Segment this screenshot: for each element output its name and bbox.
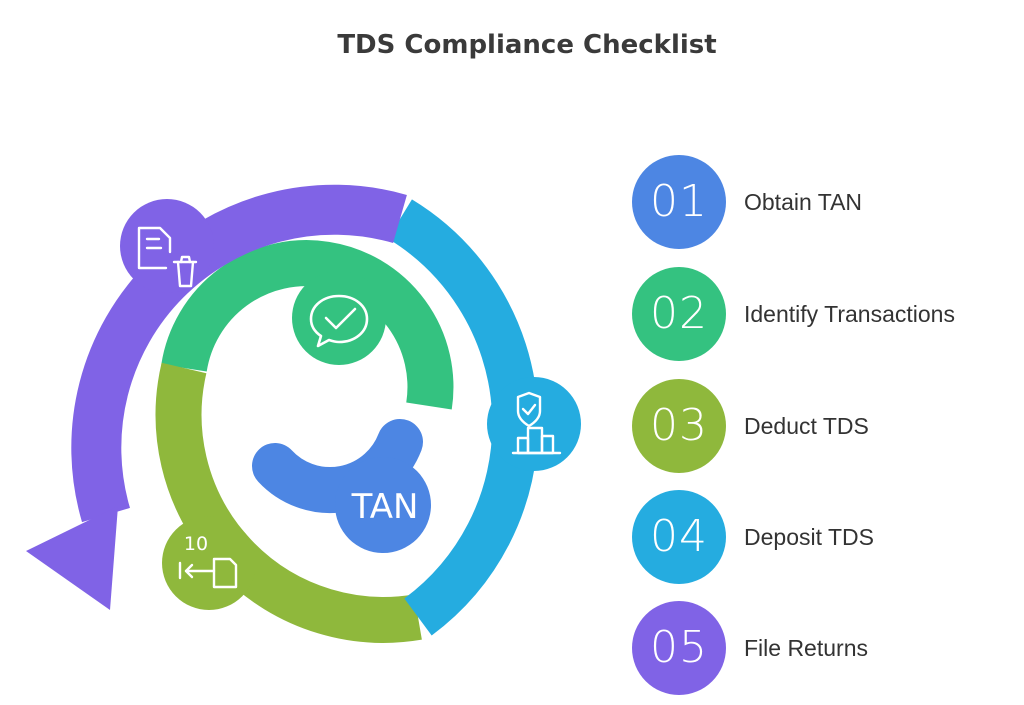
node-deposit bbox=[487, 377, 581, 471]
step-number-badge: 03 bbox=[632, 379, 726, 473]
step-item: 02 Identify Transactions bbox=[632, 267, 1024, 363]
step-number-badge: 02 bbox=[632, 267, 726, 361]
step-number-badge: 04 bbox=[632, 490, 726, 584]
page-title: TDS Compliance Checklist bbox=[337, 30, 717, 60]
step-label: Deduct TDS bbox=[744, 413, 869, 439]
node-tan-label: TAN bbox=[351, 487, 419, 527]
spiral-arrow-head bbox=[26, 506, 118, 610]
node-tan bbox=[335, 457, 431, 553]
spiral-segment-green bbox=[161, 240, 454, 410]
spiral-diagram: TAN 10 bbox=[26, 184, 581, 643]
node-deduct bbox=[162, 516, 256, 610]
step-number-badge: 01 bbox=[632, 155, 726, 249]
step-item: 03 Deduct TDS bbox=[632, 379, 1024, 475]
step-item: 04 Deposit TDS bbox=[632, 490, 1024, 586]
svg-text:10: 10 bbox=[184, 533, 208, 555]
step-item: 01 Obtain TAN bbox=[632, 155, 1024, 251]
node-file bbox=[120, 199, 214, 293]
step-label: Identify Transactions bbox=[744, 301, 955, 327]
step-number-badge: 05 bbox=[632, 601, 726, 695]
step-label: Obtain TAN bbox=[744, 189, 863, 215]
shield-building-icon bbox=[511, 391, 562, 455]
chat-check-icon bbox=[309, 294, 369, 348]
countdown-icon: 10 bbox=[178, 533, 238, 589]
step-label: Deposit TDS bbox=[744, 524, 874, 550]
step-item: 05 File Returns bbox=[632, 601, 1024, 697]
node-identify bbox=[292, 271, 386, 365]
document-trash-icon bbox=[137, 226, 198, 288]
step-label: File Returns bbox=[744, 635, 868, 661]
